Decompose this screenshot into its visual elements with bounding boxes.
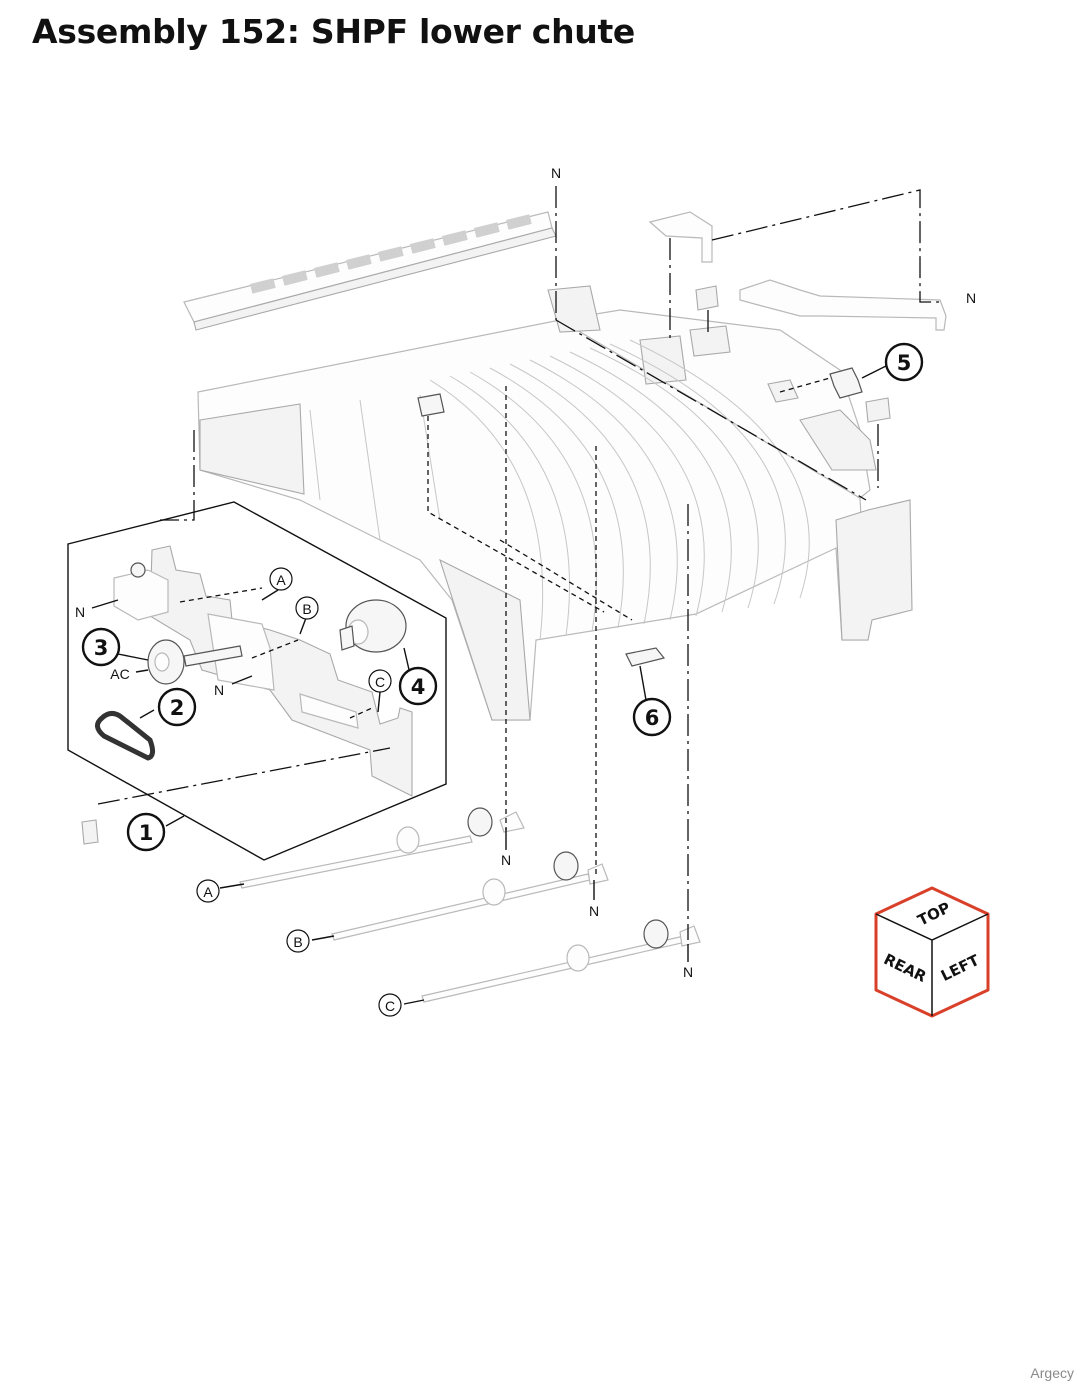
ref-a-upper: A xyxy=(269,567,293,591)
small-sensor-block xyxy=(81,285,891,845)
ref-a-upper-label: A xyxy=(276,572,286,588)
callout-6: 6 xyxy=(632,697,672,737)
motor-4 xyxy=(339,599,407,653)
ref-a-lower-label: A xyxy=(203,884,213,900)
reference-lines xyxy=(91,186,944,1005)
callout-3: 3 xyxy=(81,627,121,667)
ref-c-upper-label: C xyxy=(375,674,385,690)
orientation-cube: TOP REAR LEFT xyxy=(874,886,990,1018)
sensor-6 xyxy=(625,647,666,667)
n-label-roller-b: N xyxy=(589,903,599,919)
ref-b-upper-label: B xyxy=(302,601,311,617)
n-label-top: N xyxy=(551,165,561,181)
lower-chute-body xyxy=(197,285,913,721)
ref-b-lower: B xyxy=(286,929,310,953)
ac-label: AC xyxy=(110,666,129,682)
roller-shaft-a xyxy=(239,807,525,889)
n-label-right: N xyxy=(966,290,976,306)
n-label-roller-a: N xyxy=(501,852,511,868)
callout-4: 4 xyxy=(398,666,438,706)
roller-shaft-c xyxy=(421,919,701,1003)
callout-2: 2 xyxy=(157,687,197,727)
ref-a-lower: A xyxy=(196,879,220,903)
ref-c-lower: C xyxy=(378,993,402,1017)
callout-5-number: 5 xyxy=(897,351,912,375)
n-label-left: N xyxy=(75,604,85,620)
n-label-bracket: N xyxy=(214,682,224,698)
belt-2 xyxy=(95,710,156,761)
n-label-roller-c: N xyxy=(683,964,693,980)
callout-2-number: 2 xyxy=(170,696,185,720)
callout-1: 1 xyxy=(126,812,166,852)
gear-3 xyxy=(147,639,243,685)
drive-assembly-outline xyxy=(67,501,447,861)
shaft-holder xyxy=(113,562,169,621)
page-title: Assembly 152: SHPF lower chute xyxy=(32,12,636,51)
ref-c-upper: C xyxy=(368,669,392,693)
sensor-bracket xyxy=(648,211,713,263)
callout-6-number: 6 xyxy=(645,706,660,730)
ref-b-lower-label: B xyxy=(293,934,302,950)
roller-shaft-b xyxy=(331,851,609,941)
ref-b-upper: B xyxy=(295,596,319,620)
grille-bar xyxy=(183,211,557,331)
watermark: Argecy xyxy=(1030,1365,1074,1381)
callout-4-number: 4 xyxy=(411,675,426,699)
callout-1-number: 1 xyxy=(139,821,154,845)
callout-3-number: 3 xyxy=(94,636,109,660)
ref-c-lower-label: C xyxy=(385,998,395,1014)
mounting-bracket xyxy=(739,279,947,331)
callout-5: 5 xyxy=(884,342,924,382)
sensor-5 xyxy=(417,367,863,417)
